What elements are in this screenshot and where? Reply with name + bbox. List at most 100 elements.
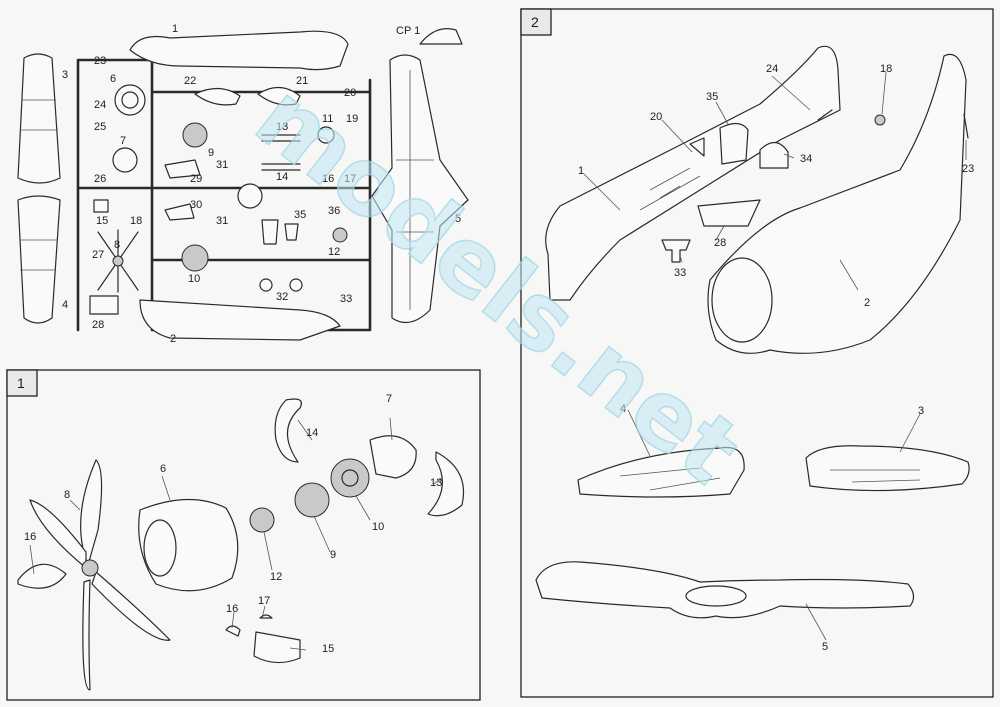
propeller-blade-left: [29, 499, 87, 569]
fuselage-right-half: [707, 53, 967, 354]
part-33-shape: [661, 239, 691, 263]
step-2-panel: 2 24 18 35 20 1 34 23 28 33 2 4 3: [520, 8, 994, 698]
step-2-number: 2: [531, 14, 539, 30]
label-canopy: CP 1: [396, 25, 420, 37]
fuselage-left-half: [545, 45, 841, 301]
label-31a: 31: [216, 159, 228, 171]
step2-callout-4: 4: [620, 403, 626, 415]
step1-callout-11: 16: [24, 531, 36, 543]
part-7: [112, 147, 138, 173]
part-21: [257, 86, 301, 106]
step1-callout-17: 17: [258, 595, 270, 607]
label-21: 21: [296, 75, 308, 87]
part-16-shape: [225, 625, 241, 637]
step1-callout-10: 10: [372, 521, 384, 533]
step1-callout-15: 15: [322, 643, 334, 655]
label-12: 12: [328, 246, 340, 258]
part-28: [89, 295, 119, 315]
label-32: 32: [276, 291, 288, 303]
part-34: [261, 219, 279, 245]
label-31b: 31: [216, 215, 228, 227]
part-4-wing: [17, 195, 61, 324]
step1-callout-12: 12: [270, 571, 282, 583]
label-24: 24: [94, 99, 106, 111]
label-16: 16: [322, 173, 334, 185]
part-11-shape: [17, 563, 67, 589]
label-5: 5: [455, 213, 461, 225]
label-2: 2: [170, 333, 176, 345]
label-1: 1: [172, 23, 178, 35]
part-13: [261, 134, 301, 142]
label-4: 4: [62, 299, 68, 311]
part-22: [194, 87, 241, 106]
step-2-badge: [520, 8, 552, 36]
part-10-engine: [181, 244, 209, 272]
label-25: 25: [94, 121, 106, 133]
engine-part-12: [249, 507, 275, 533]
part-34-bulkhead: [759, 141, 789, 169]
part-20-shape: [689, 137, 705, 157]
label-9: 9: [208, 147, 214, 159]
part-7-shape: [369, 435, 417, 479]
label-22: 22: [184, 75, 196, 87]
part-12: [332, 227, 348, 243]
wing-3-upper: [805, 445, 970, 492]
label-33: 33: [340, 293, 352, 305]
part-24-and-23: [817, 109, 969, 139]
step2-callout-34: 34: [800, 153, 812, 165]
label-10: 10: [188, 273, 200, 285]
step1-callout-13: 13: [430, 477, 442, 489]
step2-callout-18: 18: [880, 63, 892, 75]
part-1-fuselage-half: [129, 30, 349, 71]
step1-callout-7: 7: [386, 393, 392, 405]
label-6: 6: [110, 73, 116, 85]
step1-callout-9: 9: [330, 549, 336, 561]
label-7: 7: [120, 135, 126, 147]
part-14-shape: [274, 398, 302, 463]
part-29: [164, 159, 201, 179]
label-14: 14: [276, 171, 288, 183]
part-6-cowling: [114, 84, 146, 116]
step-1-number: 1: [17, 375, 25, 391]
part-35-seat: [719, 122, 749, 165]
label-27: 27: [92, 249, 104, 261]
label-11: 11: [322, 113, 333, 125]
cowling-part-6: [138, 498, 239, 592]
part-14: [261, 163, 301, 171]
part-5-lower-wing: [371, 54, 469, 324]
label-18: 18: [130, 215, 142, 227]
label-35: 35: [294, 209, 306, 221]
step1-callout-14: 14: [306, 427, 318, 439]
part-15: [93, 199, 109, 213]
step-1-badge: [6, 369, 38, 397]
label-36: 36: [328, 205, 340, 217]
step2-callout-3: 3: [918, 405, 924, 417]
step1-callout-8: 8: [64, 489, 70, 501]
step2-callout-20: 20: [650, 111, 662, 123]
step2-callout-35: 35: [706, 91, 718, 103]
propeller-blade-bottom: [82, 579, 91, 691]
part-32: [259, 278, 273, 292]
step2-callout-24: 24: [766, 63, 778, 75]
sprue-hub: [237, 183, 263, 209]
step2-callout-1: 1: [578, 165, 584, 177]
label-8: 8: [114, 239, 120, 251]
step2-callout-28: 28: [714, 237, 726, 249]
label-19: 19: [346, 113, 358, 125]
part-3-wing: [17, 53, 61, 184]
sprue-panel: 1 2 3 4 5 6 7 8 9 10 11 12 13 14 15 16 1…: [17, 23, 469, 345]
part-17-shape: [259, 614, 273, 619]
label-23: 23: [94, 55, 106, 67]
label-20: 20: [344, 87, 356, 99]
step2-callout-23: 23: [962, 163, 974, 175]
part-2-fuselage-half: [139, 299, 341, 341]
engine-part-10: [330, 458, 370, 498]
step-1-frame: [6, 369, 481, 701]
part-13-shape: [427, 451, 465, 517]
engine-part-9: [294, 482, 330, 518]
part-30: [164, 203, 195, 221]
propeller-blade-top: [80, 459, 103, 566]
label-30: 30: [190, 199, 202, 211]
